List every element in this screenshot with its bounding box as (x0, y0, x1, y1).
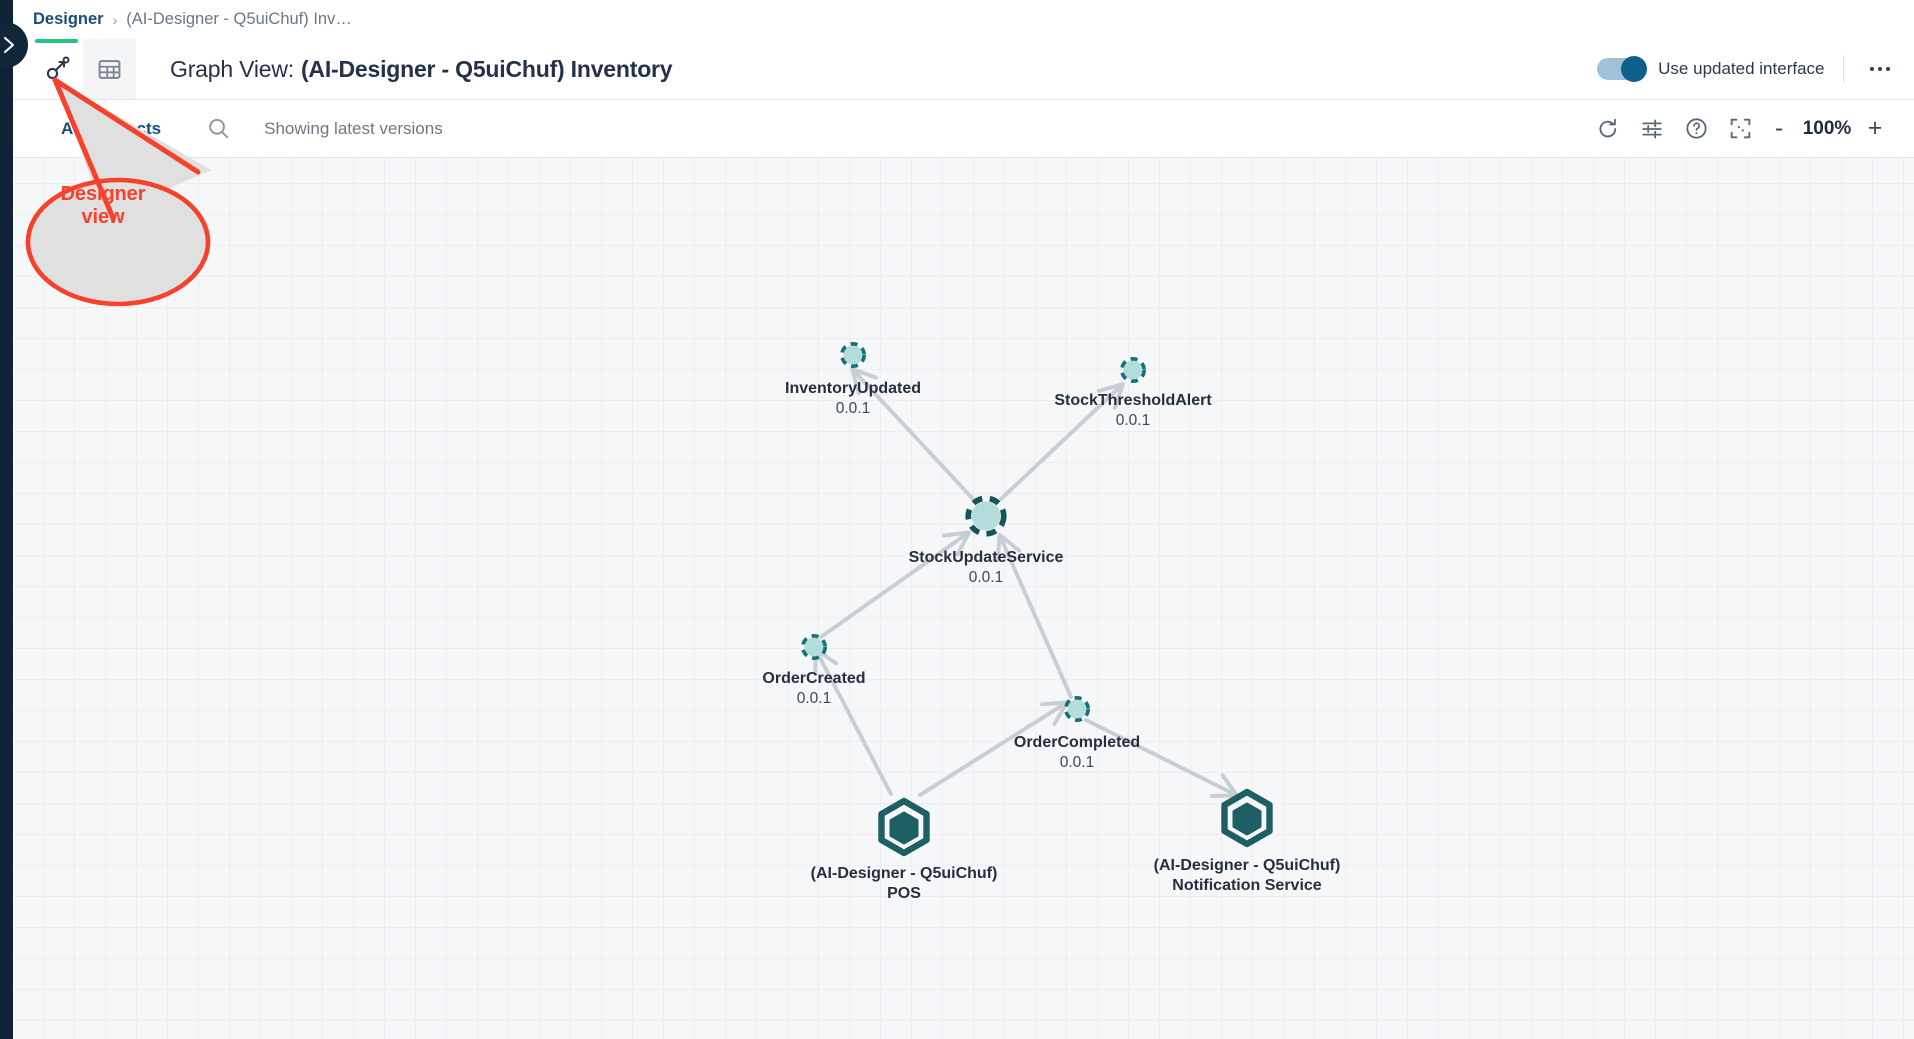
table-grid-icon (98, 59, 121, 79)
version-status-text: Showing latest versions (264, 118, 443, 138)
add-objects-button[interactable]: Add Objects (61, 118, 162, 138)
edge-pos-ordercompleted (918, 700, 1069, 797)
help-circle-icon (1685, 118, 1707, 139)
breadcrumb-separator: › (112, 11, 118, 28)
breadcrumb: Designer › (AI-Designer - Q5uiChuf) Inv… (13, 0, 1914, 39)
edge-ordercompleted-notificationservice (1084, 718, 1240, 799)
toolbar-right-controls: - 100% + (1586, 107, 1914, 151)
graph-nodes-icon (46, 56, 69, 80)
node-stockthresholdalert[interactable] (1120, 357, 1147, 384)
left-nav-rail (0, 0, 13, 1039)
node-ordercompleted[interactable] (1064, 695, 1091, 722)
chevron-right-icon (3, 36, 15, 54)
toggle-knob (1621, 56, 1648, 82)
breadcrumb-current: (AI-Designer - Q5uiChuf) Inv… (126, 10, 352, 28)
page-title: Graph View: (AI-Designer - Q5uiChuf) Inv… (170, 39, 673, 99)
kebab-dot (1869, 66, 1874, 72)
search-button[interactable] (206, 116, 231, 141)
fit-to-screen-icon (1730, 118, 1750, 139)
node-inventoryupdated[interactable] (839, 342, 866, 369)
help-button[interactable] (1674, 107, 1718, 151)
display-settings-button[interactable] (1630, 107, 1674, 151)
header-actions: Use updated interface (1597, 39, 1914, 99)
graph-nodes (800, 342, 1273, 857)
table-view-tab[interactable] (83, 39, 136, 99)
zoom-out-button[interactable]: - (1774, 114, 1784, 142)
use-updated-interface-toggle[interactable] (1597, 56, 1648, 82)
zoom-in-button[interactable]: + (1867, 114, 1883, 142)
refresh-button[interactable] (1586, 107, 1630, 151)
node-ordercreated[interactable] (800, 633, 827, 660)
header-divider (1842, 55, 1844, 83)
refresh-icon (1599, 118, 1617, 137)
graph-diagram (800, 342, 1273, 857)
breadcrumb-root-link[interactable]: Designer (33, 10, 104, 28)
view-tabs (13, 39, 136, 99)
zoom-level-value: 100% (1802, 117, 1852, 139)
graph-toolbar: Add Objects Showing latest versions (13, 100, 1914, 158)
kebab-dot (1885, 66, 1890, 72)
use-updated-interface-label: Use updated interface (1658, 59, 1825, 78)
page-title-main: (AI-Designer - Q5uiChuf) Inventory (300, 55, 673, 82)
edge-stockupdateservice-inventoryupdated (850, 367, 975, 501)
edge-pos-ordercreated (813, 646, 893, 796)
view-header: Graph View: (AI-Designer - Q5uiChuf) Inv… (13, 39, 1914, 100)
kebab-dot (1877, 66, 1882, 72)
graph-canvas[interactable]: InventoryUpdated 0.0.1 StockThresholdAle… (13, 158, 1914, 1039)
updated-interface-toggle-group: Use updated interface (1597, 56, 1825, 82)
node-pos[interactable] (878, 797, 930, 857)
fit-to-screen-button[interactable] (1718, 107, 1762, 151)
node-stockupdateservice[interactable] (965, 495, 1007, 537)
edge-stockupdateservice-stockthresholdalert (999, 382, 1125, 501)
sliders-settings-icon (1642, 119, 1662, 139)
edge-ordercompleted-stockupdateservice (995, 532, 1073, 699)
graph-edges (813, 367, 1240, 799)
node-notification-service[interactable] (1221, 788, 1273, 848)
edge-ordercreated-stockupdateservice (819, 530, 971, 639)
overflow-menu-button[interactable] (1862, 59, 1899, 80)
graph-view-tab[interactable] (30, 39, 83, 99)
page-title-prefix: Graph View: (170, 55, 294, 82)
search-icon (209, 119, 229, 139)
